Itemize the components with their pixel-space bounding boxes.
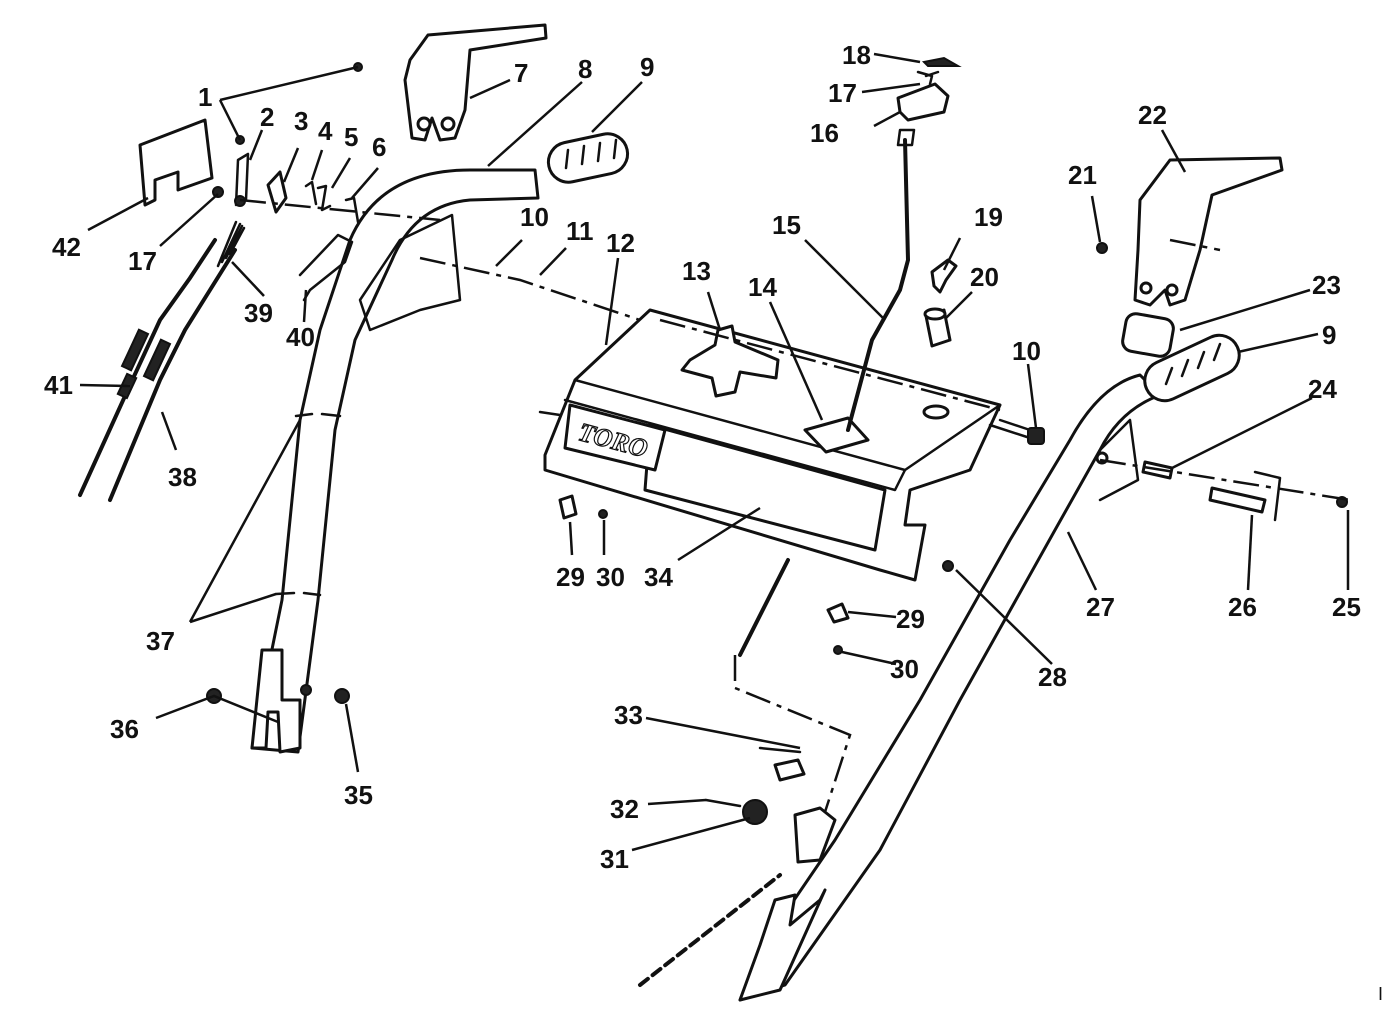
callout-22: 22 (1138, 100, 1167, 130)
callout-9-right: 9 (1322, 320, 1336, 350)
nut-35 (334, 688, 350, 704)
callout-4: 4 (318, 116, 333, 146)
left-mounting-plate (358, 213, 462, 332)
pin-26 (1208, 486, 1267, 514)
rod-slot-14 (803, 416, 870, 454)
console-logo-plate (563, 403, 667, 472)
screw-30a (598, 509, 608, 519)
callout-38: 38 (168, 462, 197, 492)
clip-33 (773, 758, 806, 782)
right-grip (1143, 333, 1241, 403)
callout-36: 36 (110, 714, 139, 744)
callout-6: 6 (372, 132, 386, 162)
clamp-marks-37b (274, 591, 322, 597)
callout-30-left: 30 (596, 562, 625, 592)
right-handle-assembly (738, 156, 1348, 1002)
callout-28: 28 (1038, 662, 1067, 692)
callout-10-right: 10 (1012, 336, 1041, 366)
callout-16: 16 (810, 118, 839, 148)
clip-29b (826, 602, 850, 624)
cable-41 (78, 238, 217, 497)
bracket-lower (793, 806, 837, 864)
left-handle-tube (250, 168, 540, 754)
callout-labels: 1 2 3 4 5 6 7 8 9 9 10 10 11 12 13 14 15… (44, 40, 1361, 874)
right-control-bracket (1133, 156, 1284, 307)
callout-25: 25 (1332, 592, 1361, 622)
lever-40 (298, 233, 354, 302)
callout-18: 18 (842, 40, 871, 70)
callout-9-left: 9 (640, 52, 654, 82)
callout-10-left: 10 (520, 202, 549, 232)
callout-11: 11 (566, 216, 594, 246)
callout-21: 21 (1068, 160, 1097, 190)
spring-clip-17 (916, 70, 940, 86)
callout-27: 27 (1086, 592, 1115, 622)
callout-23: 23 (1312, 270, 1341, 300)
left-control-bracket (403, 23, 548, 142)
control-rod-lower (738, 558, 790, 657)
pin-18 (921, 56, 962, 67)
callout-24: 24 (1308, 374, 1337, 404)
callout-26: 26 (1228, 592, 1257, 622)
control-console-assembly: TORO (538, 308, 1032, 655)
callout-1: 1 (198, 82, 212, 112)
callout-32: 32 (610, 794, 639, 824)
shift-lever-assembly (846, 56, 962, 432)
callout-30-right: 30 (890, 654, 919, 684)
callout-40: 40 (286, 322, 315, 352)
screw-32 (704, 798, 742, 808)
callout-42: 42 (52, 232, 81, 262)
callout-20: 20 (970, 262, 999, 292)
callout-7: 7 (514, 58, 528, 88)
knob-31 (742, 799, 768, 825)
grommet-20 (923, 307, 952, 348)
callout-12: 12 (606, 228, 635, 258)
clip-29a (558, 494, 578, 520)
lower-control-assembly (638, 558, 837, 987)
callout-41: 41 (44, 370, 73, 400)
screw-28 (942, 560, 954, 572)
left-handle-lower-bracket (250, 648, 302, 754)
console-housing (543, 308, 1002, 582)
spring-39 (216, 220, 246, 268)
spacer-23 (1121, 312, 1175, 358)
cable-38 (108, 248, 237, 502)
left-handle-assembly (78, 23, 630, 754)
clamp-marks-37a (294, 412, 342, 418)
callout-2: 2 (260, 102, 274, 132)
shift-rod-15 (846, 138, 911, 432)
callout-17-left: 17 (128, 246, 157, 276)
callout-13: 13 (682, 256, 711, 286)
callout-39: 39 (244, 298, 273, 328)
left-grip (546, 132, 630, 184)
callout-29-right: 29 (896, 604, 925, 634)
bracket-42 (138, 118, 214, 207)
callout-35: 35 (344, 780, 373, 810)
callout-33: 33 (614, 700, 643, 730)
callout-37: 37 (146, 626, 175, 656)
callout-5: 5 (344, 122, 358, 152)
screw-30b (833, 645, 843, 655)
console-top-cross (680, 324, 780, 398)
hardware-2-6 (212, 152, 360, 224)
callout-15: 15 (772, 210, 801, 240)
page-corner-mark: I (1378, 984, 1383, 1004)
callout-8: 8 (578, 54, 592, 84)
callout-19: 19 (974, 202, 1003, 232)
callout-29-left: 29 (556, 562, 585, 592)
assembly-centerlines (239, 198, 1351, 813)
knob-16 (896, 82, 950, 122)
callout-17-top: 17 (828, 78, 857, 108)
callout-14: 14 (748, 272, 777, 302)
right-handle-lower-bracket (738, 888, 827, 1002)
leader-lines (79, 52, 1350, 852)
callout-3: 3 (294, 106, 308, 136)
clip-19 (930, 258, 958, 294)
callout-31: 31 (600, 844, 629, 874)
bolt-21 (1096, 242, 1108, 254)
callout-34: 34 (644, 562, 673, 592)
